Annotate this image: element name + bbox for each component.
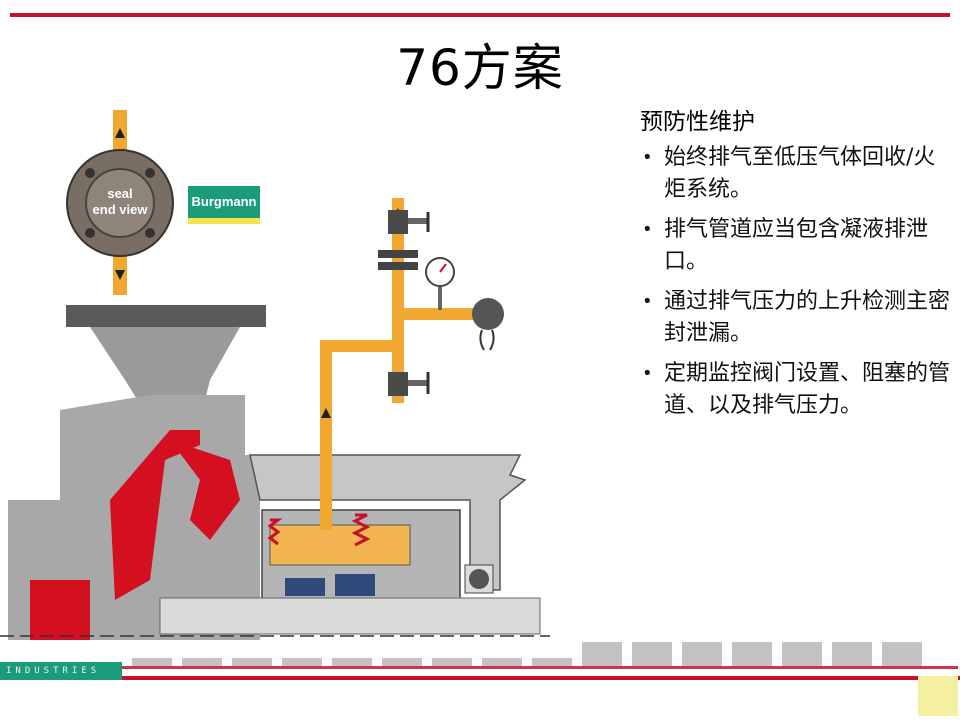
bullet-text: 通过排气压力的上升检测主密封泄漏。 <box>664 289 951 346</box>
bullet-text: 排气管道应当包含凝液排泄口。 <box>664 217 929 274</box>
bullet-text: 定期监控阀门设置、阻塞的管道、以及排气压力。 <box>664 361 951 418</box>
flow-arrow-up-icon <box>321 408 331 418</box>
burgmann-logo: Burgmann <box>188 186 260 224</box>
drain-valve-icon <box>388 372 430 396</box>
bullet-dot-icon: • <box>642 219 653 240</box>
vent-piping <box>320 198 474 530</box>
corner-yellow-box <box>918 676 958 716</box>
gland-plate <box>269 524 411 566</box>
pressure-switch-icon <box>472 298 504 351</box>
footer-seal-strip <box>122 642 958 669</box>
bullet-dot-icon: • <box>642 363 653 384</box>
containment-seal-face <box>335 574 375 596</box>
end-view-label-end-view: end view <box>93 202 149 217</box>
arrow-up-icon <box>115 128 125 138</box>
footer-red-strip <box>122 676 960 680</box>
bullet-dot-icon: • <box>642 147 653 168</box>
impeller <box>30 430 240 640</box>
industries-bar: INDUSTRIES <box>0 662 122 680</box>
industries-label: INDUSTRIES <box>6 666 101 676</box>
bullet-item: • 始终排气至低压气体回收/火炬系统。 <box>640 142 950 206</box>
bullet-list: • 始终排气至低压气体回收/火炬系统。 • 排气管道应当包含凝液排泄口。 • 通过排气… <box>640 142 950 422</box>
arrow-down-icon <box>115 270 125 280</box>
top-valve-icon <box>388 210 430 234</box>
panel-heading: 预防性维护 <box>640 109 755 135</box>
bullet-item: • 排气管道应当包含凝液排泄口。 <box>640 214 950 278</box>
orifice-flange-icon <box>378 250 418 270</box>
seal-end-view: seal end view <box>66 149 174 257</box>
pump-shaft <box>159 597 541 635</box>
seal-plan-diagram: seal end view Burgmann <box>0 110 550 640</box>
top-red-rule <box>10 13 950 17</box>
end-view-label-seal: seal <box>107 186 132 201</box>
bullet-item: • 定期监控阀门设置、阻塞的管道、以及排气压力。 <box>640 358 950 422</box>
seal-springs <box>267 513 371 547</box>
bullet-text: 始终排气至低压气体回收/火炬系统。 <box>664 145 936 202</box>
bullet-item: • 通过排气压力的上升检测主密封泄漏。 <box>640 286 950 350</box>
maintenance-panel: 预防性维护 • 始终排气至低压气体回收/火炬系统。 • 排气管道应当包含凝液排泄口。… <box>640 102 950 430</box>
slide-title: 76方案 <box>396 39 564 97</box>
bullet-dot-icon: • <box>642 291 653 312</box>
bearing-icon <box>464 564 494 594</box>
discharge-flange <box>66 305 266 327</box>
pressure-gauge-icon <box>425 257 455 310</box>
primary-seal-face <box>285 578 325 596</box>
svg-text:Burgmann: Burgmann <box>192 194 257 209</box>
bearing-bracket <box>249 454 527 591</box>
